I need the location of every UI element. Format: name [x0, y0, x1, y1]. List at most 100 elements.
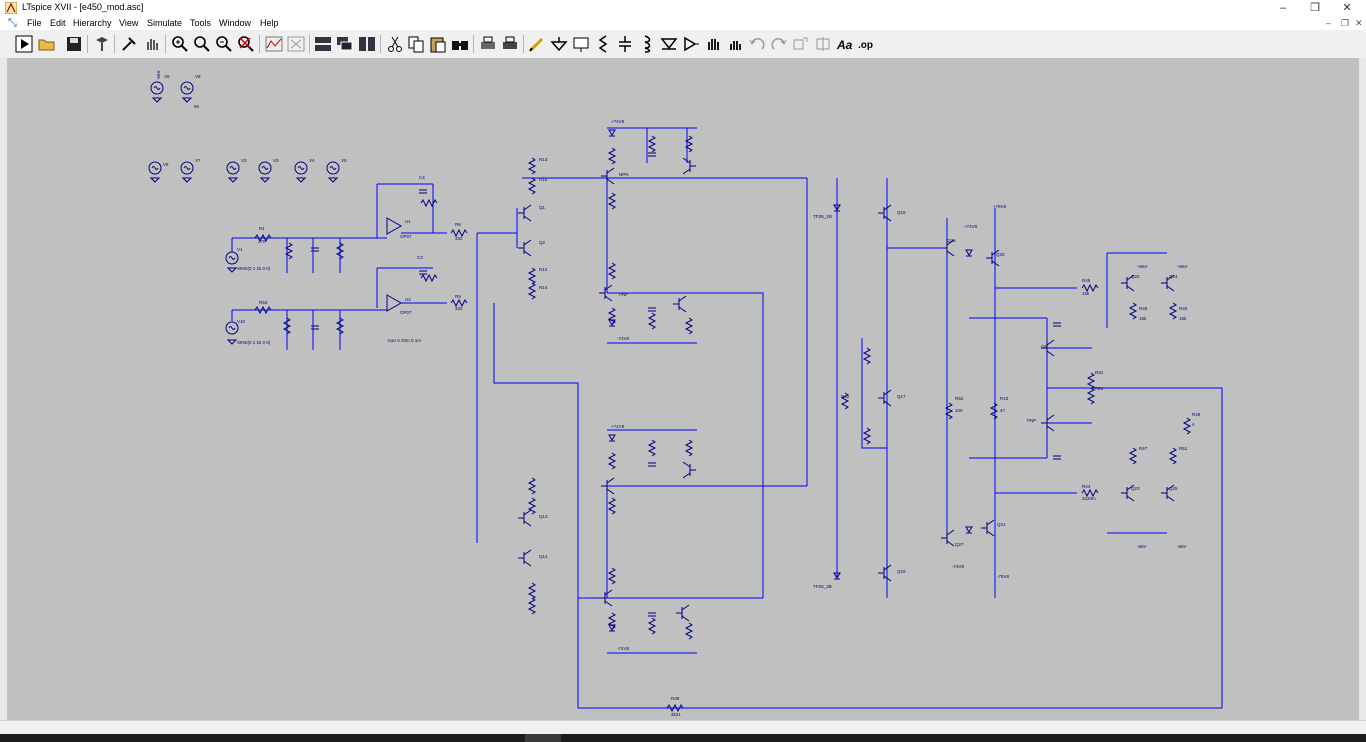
- close-button[interactable]: ✕: [1342, 2, 1352, 14]
- ground-symbol: [181, 177, 193, 183]
- redo-icon[interactable]: [769, 34, 789, 54]
- menu-view[interactable]: View: [119, 18, 139, 28]
- cascade-icon[interactable]: [335, 34, 355, 54]
- resistor: [607, 192, 617, 210]
- resistor: [944, 402, 954, 420]
- control-panel-icon[interactable]: [92, 34, 112, 54]
- component-label: C3: [417, 255, 423, 260]
- move-icon[interactable]: [703, 34, 723, 54]
- transistor: [518, 204, 532, 222]
- menu-file[interactable]: File: [27, 18, 42, 28]
- ground-symbol: [295, 177, 307, 183]
- mdi-minimize-button[interactable]: –: [1326, 18, 1332, 28]
- component-value: 2220m: [1082, 496, 1096, 501]
- tile-vertical-icon[interactable]: [357, 34, 377, 54]
- component-label: Q18: [897, 569, 906, 574]
- transistor: [981, 519, 995, 537]
- transistor: [599, 589, 613, 607]
- mdi-restore-button[interactable]: ❐: [1341, 18, 1350, 28]
- capacitor: [648, 307, 656, 312]
- voltage-source: [225, 251, 239, 265]
- autorange-icon[interactable]: [264, 34, 284, 54]
- draw-wire-icon[interactable]: [527, 34, 547, 54]
- resistor: [450, 228, 468, 238]
- resistor: [450, 298, 468, 308]
- resistor: [282, 317, 292, 335]
- text-icon[interactable]: Aa: [835, 34, 855, 54]
- opamp: [386, 217, 403, 235]
- inductor-icon[interactable]: [637, 34, 657, 54]
- halt-icon[interactable]: [119, 34, 139, 54]
- component-label: R13: [539, 157, 548, 162]
- resistor: [607, 262, 617, 280]
- open-folder-icon[interactable]: [37, 34, 57, 54]
- menu-edit[interactable]: Edit: [50, 18, 66, 28]
- pan-hand-icon[interactable]: [142, 34, 162, 54]
- menu-tools[interactable]: Tools: [190, 18, 212, 28]
- rotate-icon[interactable]: [791, 34, 811, 54]
- cut-icon[interactable]: [385, 34, 405, 54]
- capacitor-icon[interactable]: [615, 34, 635, 54]
- resistor: [647, 135, 657, 153]
- voltage-source: [148, 161, 162, 175]
- mirror-icon[interactable]: [813, 34, 833, 54]
- undo-icon[interactable]: [747, 34, 767, 54]
- transistor: [1041, 414, 1055, 432]
- diode-icon[interactable]: [659, 34, 679, 54]
- zoom-cancel-icon[interactable]: [236, 34, 256, 54]
- paste-icon[interactable]: [428, 34, 448, 54]
- window-title: LTspice XVII - [e450_mod.asc]: [22, 2, 144, 12]
- zoom-out-icon[interactable]: [214, 34, 234, 54]
- spice-directive-icon[interactable]: .op: [857, 34, 877, 54]
- save-icon[interactable]: [64, 34, 84, 54]
- resistor: [420, 198, 438, 208]
- capacitor: [419, 189, 427, 194]
- resistor-icon[interactable]: [593, 34, 613, 54]
- print-setup-icon[interactable]: [500, 34, 520, 54]
- svg-text:Aa: Aa: [836, 38, 853, 52]
- component-label: OP07: [400, 234, 412, 239]
- run-icon[interactable]: [14, 34, 34, 54]
- component-label: R1: [259, 226, 265, 231]
- mdi-close-button[interactable]: ✕: [1355, 18, 1363, 28]
- taskbar-item[interactable]: [525, 734, 561, 742]
- component-label: NPN: [619, 172, 629, 177]
- resistor: [607, 567, 617, 585]
- restore-button[interactable]: ❐: [1310, 2, 1320, 14]
- zoom-full-icon[interactable]: [192, 34, 212, 54]
- wires: [231, 127, 1223, 709]
- menu-simulate[interactable]: Simulate: [147, 18, 183, 28]
- ground-icon[interactable]: [549, 34, 569, 54]
- label-net-icon[interactable]: [571, 34, 591, 54]
- zoom-in-icon[interactable]: [170, 34, 190, 54]
- component-label: R43: [1000, 396, 1009, 401]
- taskbar: [0, 734, 1366, 742]
- transistor: [941, 239, 955, 257]
- copy-icon[interactable]: [406, 34, 426, 54]
- resistor: [862, 427, 872, 445]
- ltspice-app-icon[interactable]: [5, 2, 17, 14]
- component-label: Q8: [1041, 344, 1048, 349]
- component-label: V4: [309, 158, 315, 163]
- rail-label: +78V8: [993, 204, 1007, 209]
- menu-window[interactable]: Window: [219, 18, 252, 28]
- menu-hierarchy[interactable]: Hierarchy: [73, 18, 112, 28]
- source-glyph: [329, 166, 337, 170]
- component-icon[interactable]: [681, 34, 701, 54]
- clear-marks-icon[interactable]: [286, 34, 306, 54]
- minimize-button[interactable]: –: [1279, 2, 1287, 14]
- component-label: Q27: [955, 542, 964, 547]
- find-icon[interactable]: [450, 34, 470, 54]
- tile-horizontal-icon[interactable]: [313, 34, 333, 54]
- print-icon[interactable]: [478, 34, 498, 54]
- transistor: [878, 204, 892, 222]
- transistor: [518, 239, 532, 257]
- component-label: R46: [1139, 306, 1148, 311]
- menu-help[interactable]: Help: [260, 18, 279, 28]
- component-label: U2: [405, 297, 411, 302]
- wire: [861, 338, 887, 449]
- mdi-child-icon[interactable]: ⤡: [8, 17, 17, 29]
- drag-icon[interactable]: [725, 34, 745, 54]
- transistor: [1121, 274, 1135, 292]
